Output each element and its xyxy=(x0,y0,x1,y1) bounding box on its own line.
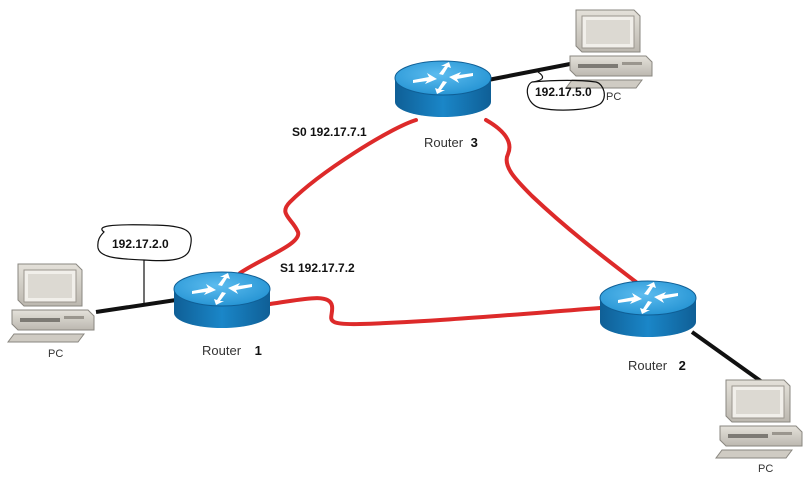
network-bubble-left xyxy=(97,224,192,305)
ethernet-link-r1-pc xyxy=(95,298,177,314)
pc-label-top: PC xyxy=(606,91,621,103)
router-label-number: 3 xyxy=(471,135,478,150)
ethernet-link-r2-pc xyxy=(690,330,764,384)
pc-icon xyxy=(7,263,95,343)
router-icon xyxy=(394,60,492,118)
pc-top[interactable] xyxy=(565,9,653,89)
interface-label-s0: S0 192.17.7.1 xyxy=(292,125,367,139)
pc-icon xyxy=(715,379,803,459)
router-label-text: Router xyxy=(202,343,242,358)
pc-label-left: PC xyxy=(48,348,63,360)
router-label-2: Router 2 xyxy=(628,358,686,373)
router-label-number: 2 xyxy=(679,358,686,373)
ethernet-link-r3-pc xyxy=(487,62,571,82)
pc-label-bottom: PC xyxy=(758,463,773,475)
network-label-left: 192.17.2.0 xyxy=(112,237,169,251)
router-1[interactable] xyxy=(173,271,271,329)
router-label-number: 1 xyxy=(255,343,262,358)
interface-label-s1: S1 192.17.7.2 xyxy=(280,261,355,275)
router-label-text: Router xyxy=(628,358,668,373)
router-label-1: Router 1 xyxy=(202,343,262,358)
serial-link-r1-r3 xyxy=(238,118,418,275)
serial-link-r3-r2 xyxy=(484,118,638,284)
pc-bottom[interactable] xyxy=(715,379,803,459)
router-label-text: Router xyxy=(424,135,464,150)
router-3[interactable] xyxy=(394,60,492,118)
network-label-top: 192.17.5.0 xyxy=(535,85,592,99)
pc-left[interactable] xyxy=(7,263,95,343)
network-bubble-top xyxy=(526,71,605,111)
router-icon xyxy=(599,280,697,338)
router-icon xyxy=(173,271,271,329)
router-label-3: Router 3 xyxy=(424,135,478,150)
serial-link-r1-r2 xyxy=(268,296,602,327)
pc-icon xyxy=(565,9,653,89)
router-2[interactable] xyxy=(599,280,697,338)
